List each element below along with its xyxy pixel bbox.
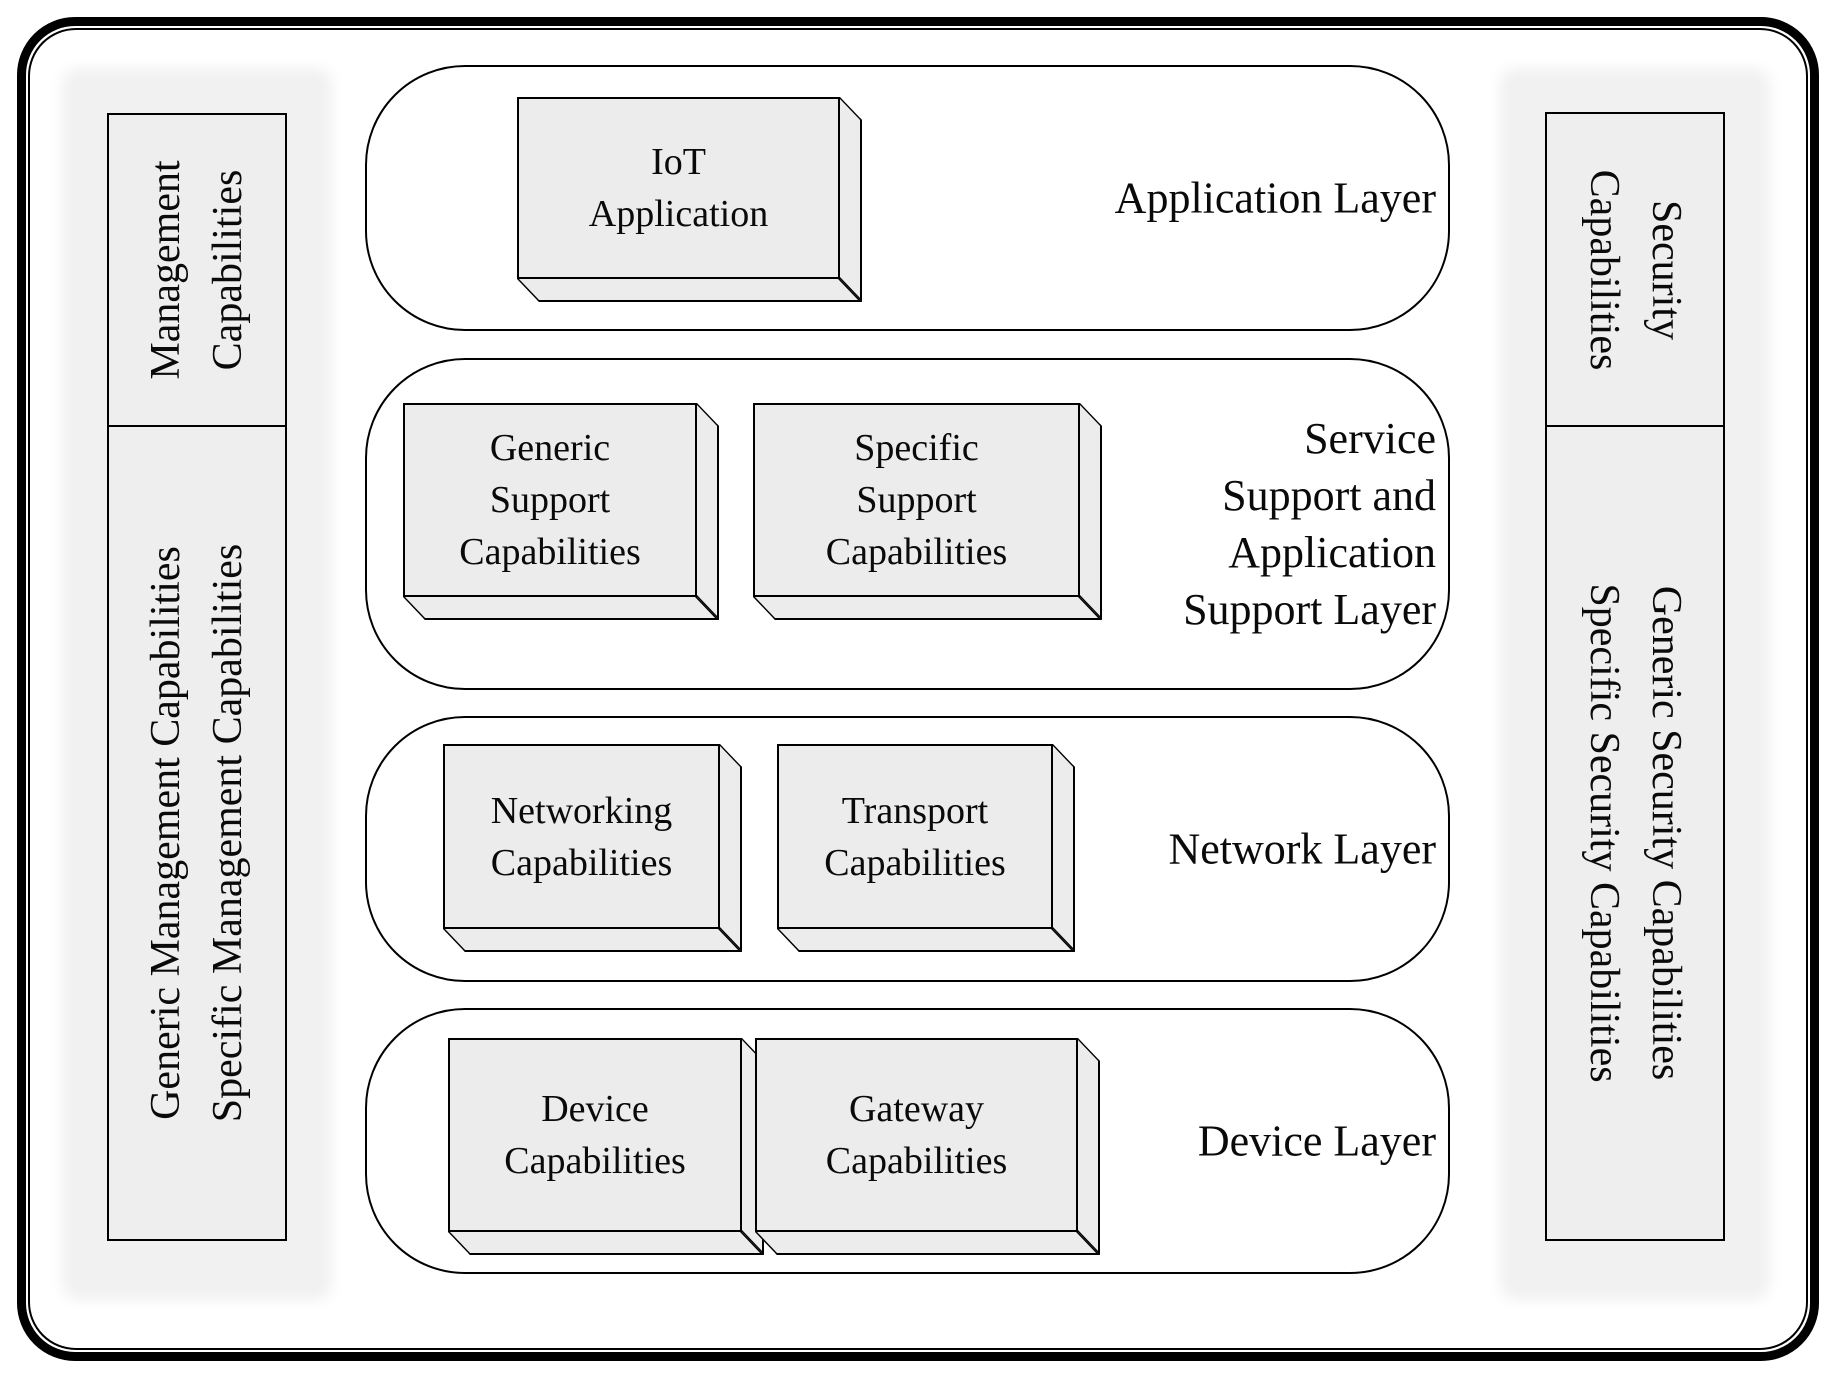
gateway-capabilities-box-side xyxy=(1078,1038,1100,1256)
device-layer-label: Device Layer xyxy=(1197,1116,1436,1166)
generic-specific-management-capabilities-box: Generic Management Capabilities Specific… xyxy=(107,425,287,1241)
specific-support-capabilities-box-bottom xyxy=(753,597,1102,620)
transport-capabilities-box-bottom xyxy=(777,929,1075,952)
device-capabilities-label: Device Capabilities xyxy=(504,1088,686,1182)
network-layer-label: Network Layer xyxy=(1168,824,1436,874)
networking-capabilities-label: Networking Capabilities xyxy=(490,789,673,884)
service-support-layer-label: Service Support and Application Support … xyxy=(1183,414,1436,634)
transport-capabilities-box: Transport Capabilities xyxy=(777,744,1075,953)
device-capabilities-box-face: Device Capabilities xyxy=(448,1038,742,1232)
generic-specific-security-capabilities-box: Generic Security Capabilities Specific S… xyxy=(1545,425,1725,1241)
generic-specific-management-capabilities-label: Generic Management Capabilities Specific… xyxy=(143,543,251,1123)
transport-capabilities-box-face: Transport Capabilities xyxy=(777,744,1053,929)
device-capabilities-box-bottom xyxy=(448,1232,764,1255)
generic-support-capabilities-box-side xyxy=(697,403,719,621)
generic-specific-security-capabilities-label: Generic Security Capabilities Specific S… xyxy=(1581,583,1689,1083)
gateway-capabilities-box-face: Gateway Capabilities xyxy=(755,1038,1078,1232)
specific-support-capabilities-box-side xyxy=(1080,403,1102,621)
networking-capabilities-box: Networking Capabilities xyxy=(443,744,742,953)
gateway-capabilities-box-bottom xyxy=(755,1232,1100,1255)
iot-application-box-face: IoT Application xyxy=(517,97,840,279)
networking-capabilities-box-face: Networking Capabilities xyxy=(443,744,720,929)
transport-capabilities-label: Transport Capabilities xyxy=(824,789,1006,884)
specific-support-capabilities-label: Specific Support Capabilities xyxy=(825,427,1008,573)
generic-support-capabilities-box-bottom xyxy=(403,597,719,620)
security-capabilities-box: Security Capabilities xyxy=(1545,112,1725,427)
networking-capabilities-box-side xyxy=(720,744,742,953)
specific-support-capabilities-box-face: Specific Support Capabilities xyxy=(753,403,1080,597)
iot-application-box: IoT Application xyxy=(517,97,862,303)
iot-application-label: IoT Application xyxy=(588,141,769,235)
application-layer-label: Application Layer xyxy=(1114,173,1436,223)
diagram-outer-frame xyxy=(17,17,1819,1361)
management-capabilities-label: Management Capabilities xyxy=(143,160,251,380)
gateway-capabilities-box: Gateway Capabilities xyxy=(755,1038,1100,1256)
transport-capabilities-box-side xyxy=(1053,744,1075,953)
networking-capabilities-box-bottom xyxy=(443,929,742,952)
device-capabilities-box: Device Capabilities xyxy=(448,1038,764,1256)
management-capabilities-box: Management Capabilities xyxy=(107,113,287,427)
specific-support-capabilities-box: Specific Support Capabilities xyxy=(753,403,1102,621)
security-capabilities-label: Security Capabilities xyxy=(1581,169,1689,370)
generic-support-capabilities-label: Generic Support Capabilities xyxy=(459,427,641,573)
generic-support-capabilities-box-face: Generic Support Capabilities xyxy=(403,403,697,597)
generic-support-capabilities-box: Generic Support Capabilities xyxy=(403,403,719,621)
iot-application-box-side xyxy=(840,97,862,303)
diagram-inner-frame-line xyxy=(28,28,1808,1350)
iot-application-box-bottom xyxy=(517,279,862,302)
gateway-capabilities-label: Gateway Capabilities xyxy=(825,1088,1008,1182)
